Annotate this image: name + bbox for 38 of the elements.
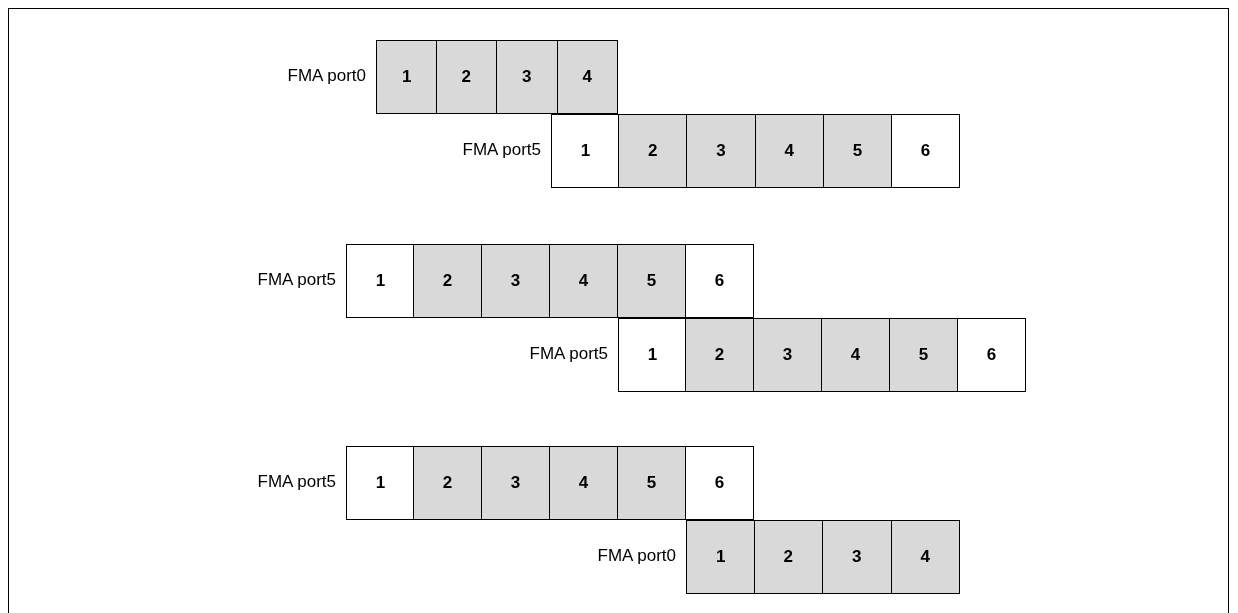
row-label: FMA port5 <box>257 471 336 492</box>
pipeline-stage-box: 6 <box>891 114 961 188</box>
pipeline-stage-box: 4 <box>549 446 618 520</box>
pipeline-stage-box: 3 <box>686 114 756 188</box>
pipeline-stage-box: 5 <box>617 446 686 520</box>
pipeline-stage-box: 3 <box>481 446 550 520</box>
pipeline-stage-box: 2 <box>685 318 754 392</box>
pipeline-stage-box: 1 <box>376 40 438 114</box>
pipeline-stage-box: 1 <box>346 244 415 318</box>
pipeline-stage-box: 1 <box>551 114 621 188</box>
pipeline-stage-box: 1 <box>686 520 756 594</box>
pipeline-stage-box: 3 <box>496 40 558 114</box>
pipeline-stage-box: 5 <box>889 318 958 392</box>
pipeline-stage-box: 2 <box>753 520 823 594</box>
pipeline-stage-box: 1 <box>618 318 687 392</box>
pipeline-stage-box: 4 <box>549 244 618 318</box>
row-label: FMA port5 <box>462 139 541 160</box>
row-label: FMA port0 <box>597 545 676 566</box>
pipeline-stage-box: 6 <box>957 318 1026 392</box>
pipeline-stage-box: 6 <box>685 446 754 520</box>
pipeline-stage-box: 3 <box>753 318 822 392</box>
pipeline-stage-box: 5 <box>822 114 892 188</box>
row-label: FMA port5 <box>529 343 608 364</box>
pipeline-stage-box: 4 <box>556 40 618 114</box>
pipeline-stage-box: 1 <box>346 446 415 520</box>
pipeline-stage-box: 5 <box>617 244 686 318</box>
pipeline-stage-box: 2 <box>435 40 497 114</box>
pipeline-stage-box: 6 <box>685 244 754 318</box>
row-label: FMA port0 <box>287 65 366 86</box>
pipeline-stage-box: 3 <box>481 244 550 318</box>
pipeline-stage-box: 2 <box>413 244 482 318</box>
pipeline-stage-box: 2 <box>413 446 482 520</box>
pipeline-stage-box: 4 <box>821 318 890 392</box>
pipeline-stage-box: 4 <box>890 520 960 594</box>
pipeline-stage-box: 3 <box>822 520 892 594</box>
pipeline-stage-box: 2 <box>618 114 688 188</box>
pipeline-stage-box: 4 <box>754 114 824 188</box>
row-label: FMA port5 <box>257 269 336 290</box>
